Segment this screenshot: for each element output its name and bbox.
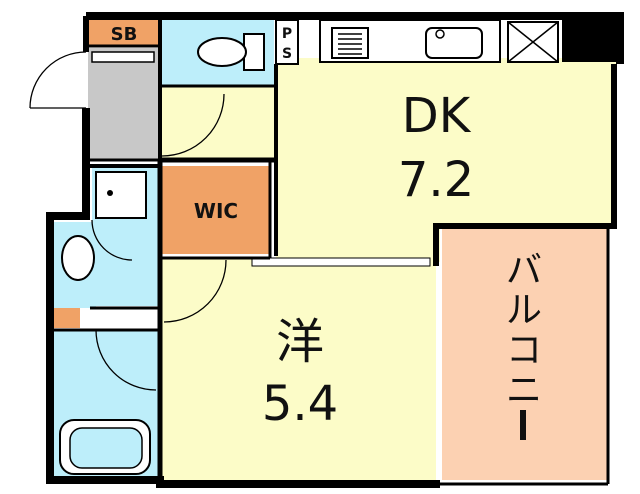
faucet-icon	[435, 29, 445, 39]
water-heater-box	[52, 308, 80, 328]
sb-label: SB	[111, 24, 138, 45]
washing-machine-icon	[95, 171, 147, 219]
ps-label-s: S	[282, 46, 292, 62]
balcony-long-vowel	[520, 410, 526, 440]
walls	[46, 12, 624, 488]
balcony-char-3: コ	[506, 330, 542, 371]
sliding-door	[251, 257, 431, 267]
washbasin-icon	[61, 235, 95, 281]
stove-grille	[338, 33, 362, 55]
western-room	[160, 258, 436, 480]
balcony-char-1: バ	[506, 250, 542, 291]
dk-room	[276, 58, 616, 224]
toilet-icon	[197, 37, 247, 67]
shoe-shelf-icon	[91, 51, 155, 63]
western-label: 洋	[276, 314, 324, 370]
sink-icon	[425, 27, 483, 59]
door-swings	[29, 51, 227, 391]
stove-icon	[331, 27, 369, 59]
entrance-floor	[88, 48, 160, 160]
balcony-char-2: ル	[506, 290, 542, 331]
ps-label-p: P	[282, 26, 292, 42]
dk-lower-room	[276, 222, 440, 262]
sb-box	[88, 20, 160, 46]
dk-size: 7.2	[398, 152, 474, 208]
hallway-floor	[160, 86, 276, 162]
western-size: 5.4	[262, 376, 338, 432]
balcony-label: バ ル コ ニ	[506, 250, 542, 440]
column	[562, 18, 618, 62]
wic-label: WIC	[194, 199, 238, 223]
dk-label: DK	[402, 88, 472, 144]
wic-room	[162, 166, 270, 254]
balcony-char-4: ニ	[506, 370, 542, 411]
